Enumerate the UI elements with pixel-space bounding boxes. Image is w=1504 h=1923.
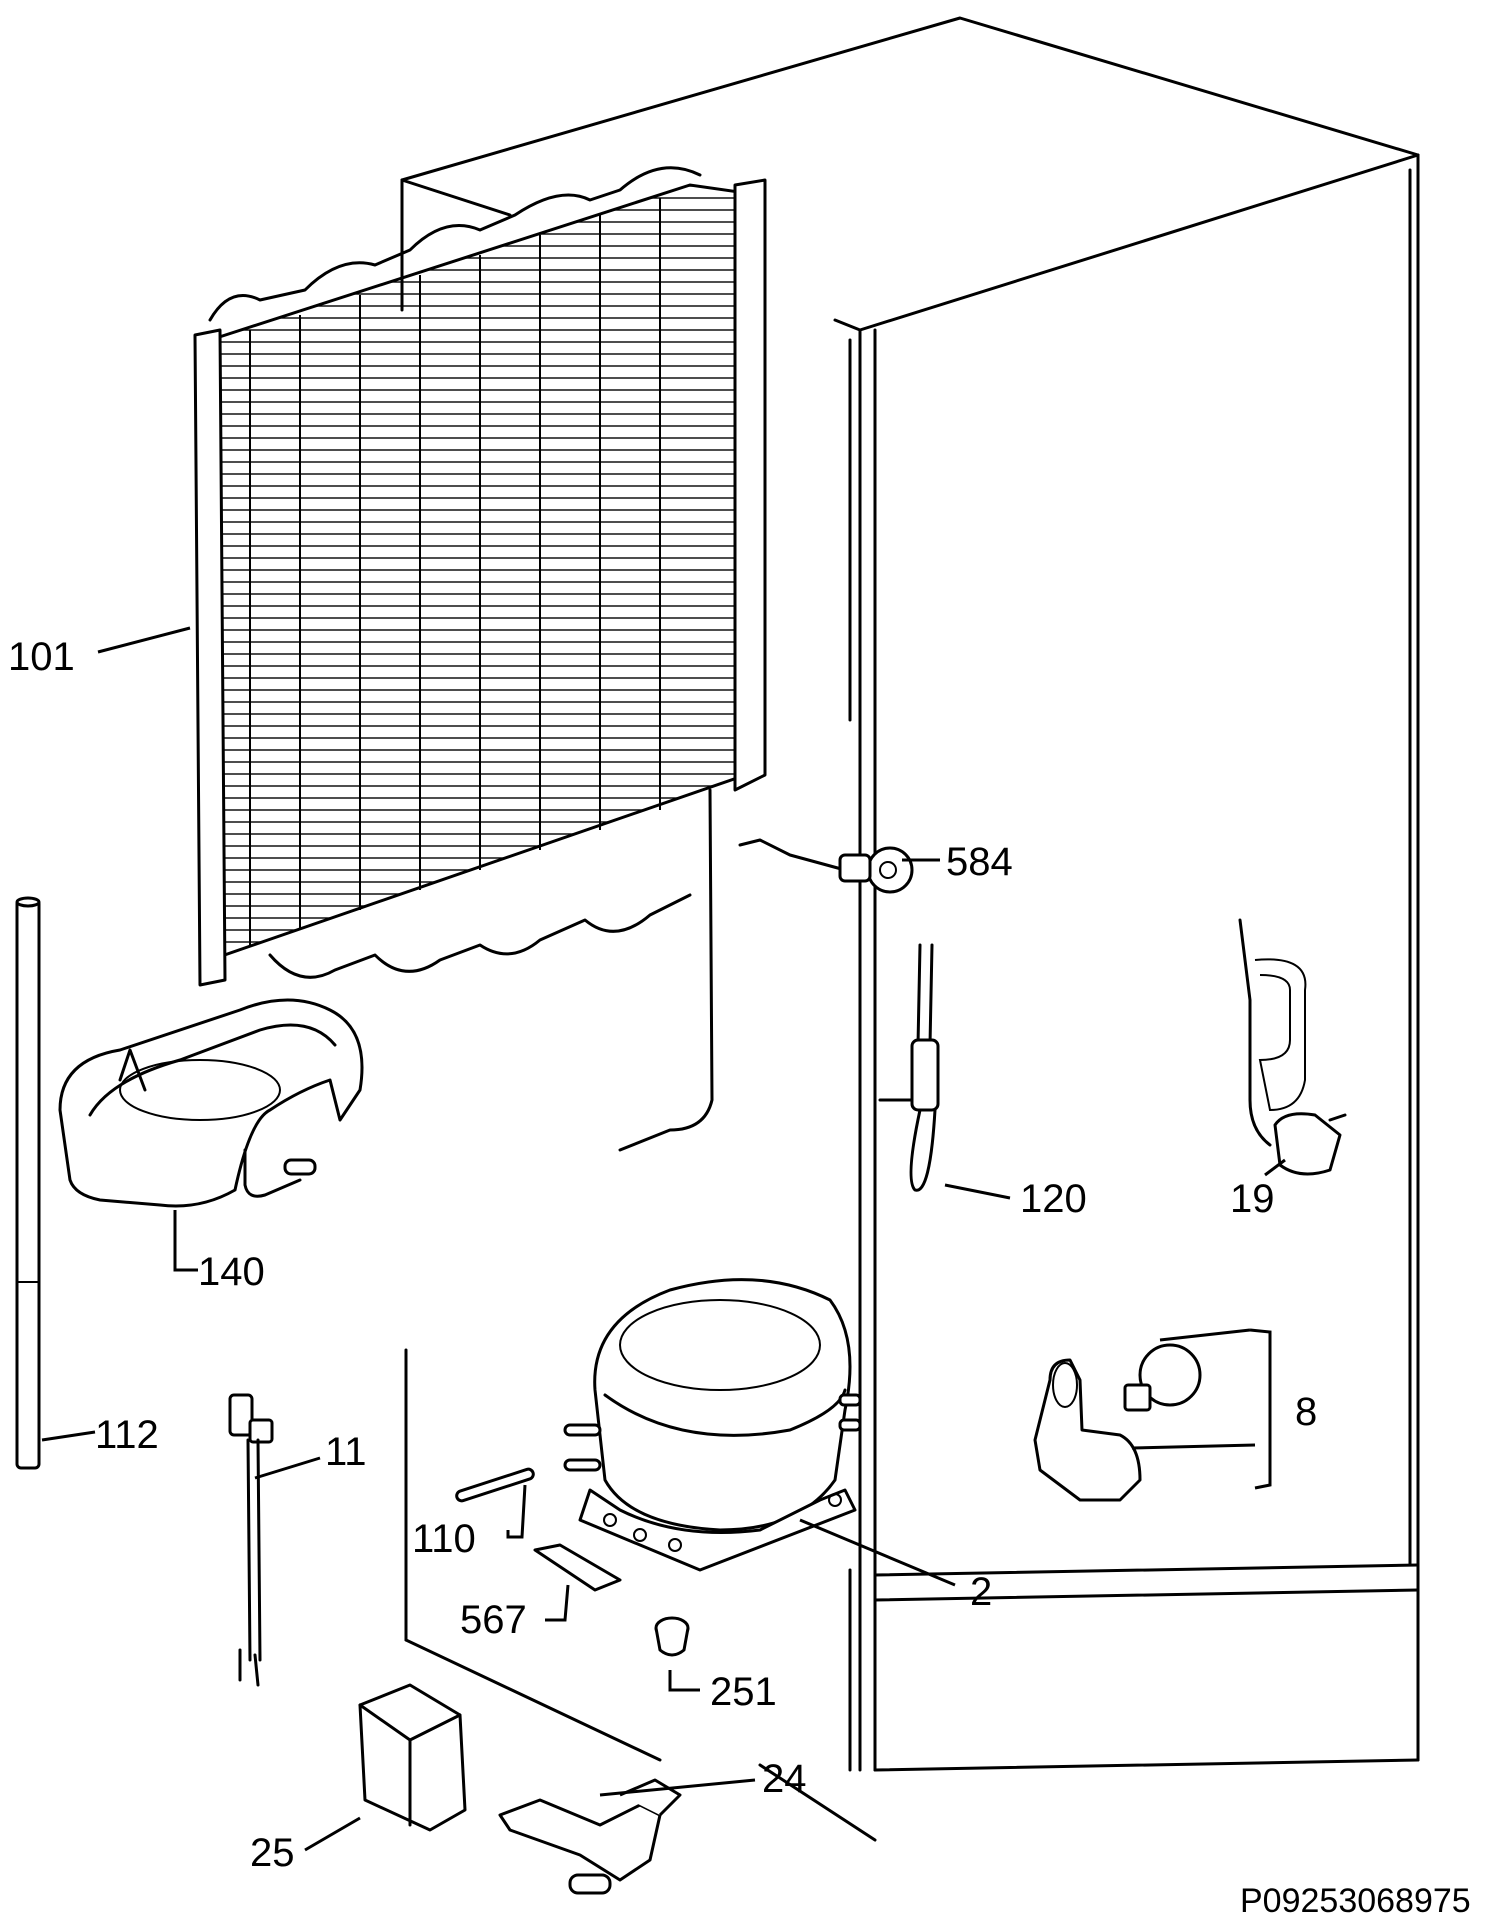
- starter-relay: [498, 1778, 682, 1895]
- callout-24: 24: [762, 1757, 807, 1801]
- rubber-grommet: [654, 1616, 690, 1657]
- filler-tube: [455, 1467, 535, 1503]
- callout-2: 2: [970, 1570, 992, 1614]
- condenser-tubes: [249, 198, 661, 945]
- power-cord: [1238, 918, 1347, 1176]
- callout-140: 140: [198, 1250, 265, 1294]
- mounting-bracket: [533, 1543, 622, 1592]
- callout-8: 8: [1295, 1390, 1317, 1434]
- compressor: [563, 1278, 862, 1572]
- hose-clip: [738, 838, 914, 894]
- callout-120: 120: [1020, 1177, 1087, 1221]
- callout-25: 25: [250, 1831, 295, 1875]
- callout-11: 11: [325, 1430, 367, 1474]
- callout-584: 584: [946, 840, 1013, 884]
- callout-251: 251: [710, 1670, 777, 1714]
- drip-tray: [58, 998, 364, 1208]
- callout-567: 567: [460, 1598, 527, 1642]
- leader-lines: [41, 626, 1286, 1852]
- callout-labels: 101 584 120 19 140 112 11 110 8 2 567 25…: [8, 635, 1471, 1920]
- callout-19: 19: [1230, 1177, 1275, 1221]
- capacitor-box: [358, 1683, 467, 1832]
- callout-110: 110: [412, 1517, 476, 1561]
- callout-112: 112: [95, 1413, 159, 1457]
- relay-assembly: [1033, 1343, 1202, 1502]
- callout-101: 101: [8, 635, 75, 679]
- condenser-coil: [193, 166, 767, 1152]
- drain-tube: [15, 896, 41, 1470]
- drawing-code: P09253068975: [1240, 1882, 1471, 1920]
- thermostat-probe: [228, 1393, 274, 1687]
- refrigerator-cabinet: [400, 16, 1420, 1842]
- valve-heater: [878, 943, 940, 1192]
